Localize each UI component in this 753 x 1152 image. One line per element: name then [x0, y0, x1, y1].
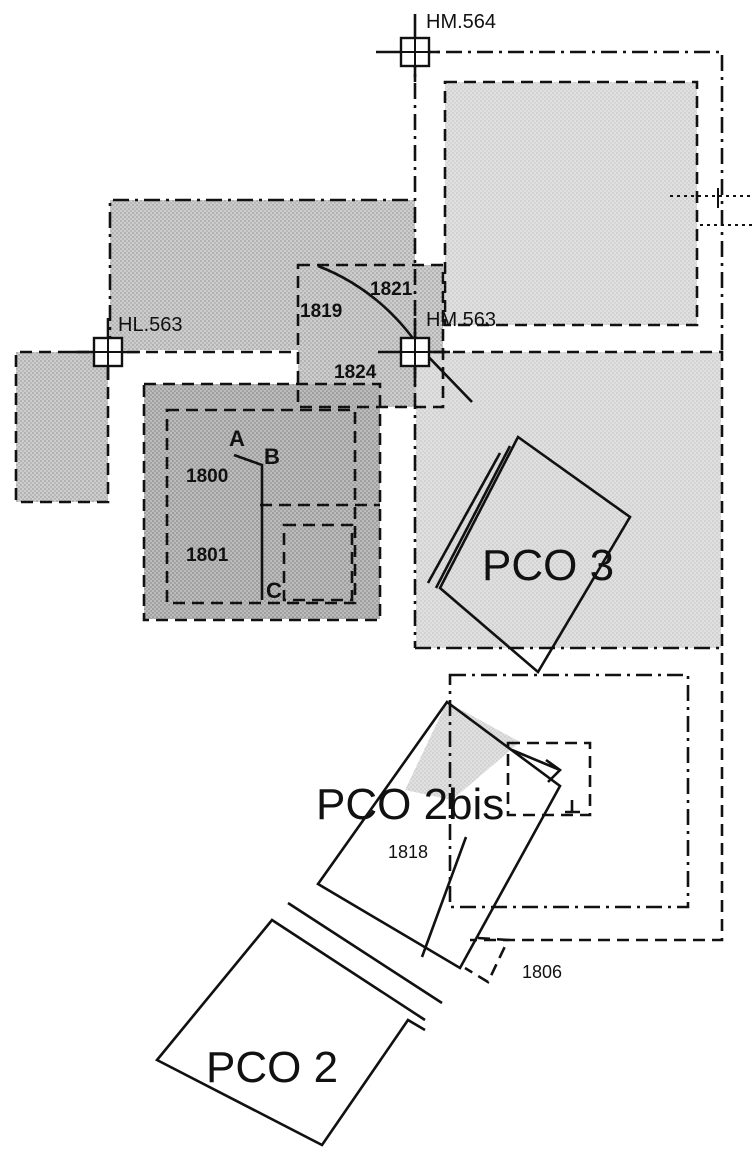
grid-point-hm563	[378, 318, 450, 385]
label-1800: 1800	[186, 466, 228, 487]
point-label-c: C	[266, 578, 282, 603]
trench-pco2bis	[316, 700, 562, 970]
outline-south-east	[448, 673, 690, 909]
outline-north-east	[415, 50, 724, 352]
trench-pco3-edge-2	[434, 445, 512, 589]
outline-central	[296, 263, 445, 409]
label-1824: 1824	[334, 362, 377, 383]
outline-north-west	[108, 198, 415, 352]
label-1801: 1801	[186, 545, 229, 566]
label-1806: 1806	[522, 962, 562, 982]
section-arrow-pco2bis	[511, 748, 580, 814]
label-1821: 1821	[370, 279, 413, 300]
section-line-abc	[233, 453, 264, 600]
trench-pco2	[154, 901, 443, 1147]
grid-label-hl563: HL.563	[118, 314, 183, 336]
outline-east	[415, 350, 724, 942]
outline-inner-north-east	[443, 80, 699, 327]
point-label-b: B	[264, 444, 280, 469]
grid-point-hl563	[70, 318, 140, 380]
label-1819: 1819	[300, 301, 342, 322]
point-label-a: A	[229, 426, 245, 451]
outline-east-extension	[670, 195, 753, 226]
outline-west	[14, 350, 110, 504]
shaded-area-pco2bis-top	[405, 702, 520, 800]
trench-pco2bis-section	[420, 836, 468, 958]
zone-label-pco2bis: PCO 2bis	[316, 780, 504, 829]
outline-small-square	[282, 523, 354, 602]
grid-label-hm564: HM.564	[426, 11, 496, 33]
outline-small-east	[506, 741, 592, 817]
trench-pco3	[438, 435, 632, 674]
zone-label-pco2: PCO 2	[206, 1043, 338, 1092]
outline-1800	[165, 408, 357, 605]
shaded-area-north-east	[445, 82, 697, 325]
grid-label-hm563: HM.563	[426, 309, 496, 331]
outline-south-west	[142, 382, 382, 622]
shaded-area-west	[16, 352, 108, 502]
grid-point-hm564	[376, 14, 440, 82]
shaded-area-east	[416, 352, 721, 648]
trench-pco3-edge-1	[426, 452, 502, 584]
label-1818: 1818	[388, 842, 428, 862]
zone-label-pco3: PCO 3	[482, 541, 614, 590]
